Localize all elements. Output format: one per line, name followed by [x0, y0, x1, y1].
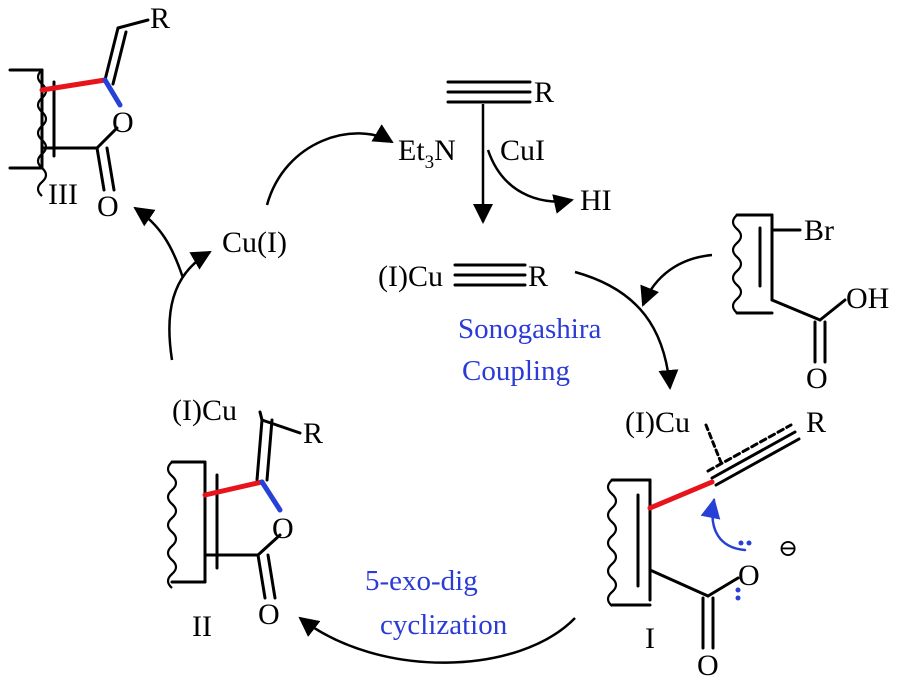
- intermediate-I-structure: (I)Cu R O O ⊖ I: [606, 406, 826, 682]
- arrow-I-to-II: [298, 616, 576, 664]
- new-co-bond-III: [102, 77, 123, 108]
- label-cu-catalyst: Cu(I): [222, 226, 287, 259]
- wavy-bond-acid: [731, 214, 743, 314]
- arrow-II-to-cu: [168, 250, 212, 361]
- arrow-to-HI: [486, 149, 574, 214]
- label-II-cu: (I)Cu: [172, 394, 237, 427]
- electron-push-arrow: [700, 498, 747, 552]
- label-II: II: [192, 610, 212, 643]
- new-cc-bond-I: [647, 479, 715, 511]
- step-sonogashira-line2: Coupling: [462, 355, 570, 387]
- label-III: III: [48, 178, 78, 211]
- atom-Br: Br: [804, 214, 834, 247]
- step-sonogashira-line1: Sonogashira: [458, 313, 602, 345]
- terminal-alkyne: R: [446, 76, 554, 109]
- label-HI: HI: [580, 184, 612, 217]
- label-acetylide-cu: (I)Cu: [378, 260, 443, 293]
- label-base: Et3N: [398, 134, 456, 173]
- atom-R-II: R: [303, 417, 323, 450]
- atom-R-I: R: [806, 406, 826, 439]
- label-I: I: [645, 622, 655, 655]
- label-I-cu: (I)Cu: [625, 406, 690, 439]
- atom-R-alkyne: R: [534, 76, 554, 109]
- atom-O-carbonyl-III: O: [97, 190, 119, 223]
- arrow-cu-to-III: [133, 206, 185, 279]
- atom-R-acetylide: R: [528, 260, 548, 293]
- bromo-acid-structure: Br OH O: [731, 213, 889, 395]
- atom-O-anion-I: O: [738, 559, 760, 592]
- wavy-bond-II: [166, 461, 178, 589]
- label-cui: CuI: [500, 134, 545, 167]
- negative-charge-icon: ⊖: [778, 536, 798, 562]
- arrow-to-intermediate-I: [574, 270, 679, 390]
- step-cyclization-line2: cyclization: [380, 609, 508, 641]
- arrow-acid-to-coupling: [640, 253, 713, 307]
- atom-O-carbonyl-I: O: [697, 649, 719, 682]
- compound-III-structure: R O O III: [8, 2, 170, 223]
- atom-O-carbonyl-II: O: [258, 598, 280, 631]
- step-cyclization-line1: 5-exo-dig: [365, 565, 478, 597]
- atom-OH: OH: [846, 282, 889, 315]
- wavy-bond-I: [606, 479, 618, 607]
- atom-O-acid-carbonyl: O: [806, 362, 828, 395]
- new-cc-bond-III: [39, 77, 108, 93]
- atom-O-ring-III: O: [112, 106, 134, 139]
- atom-R-III: R: [150, 2, 170, 35]
- atom-O-ring-II: O: [272, 512, 294, 545]
- arrow-cu-to-reagents: [265, 124, 394, 206]
- new-co-bond-II: [259, 479, 283, 513]
- intermediate-II-structure: (I)Cu R O O II: [166, 394, 323, 643]
- new-cc-bond-II: [202, 479, 265, 498]
